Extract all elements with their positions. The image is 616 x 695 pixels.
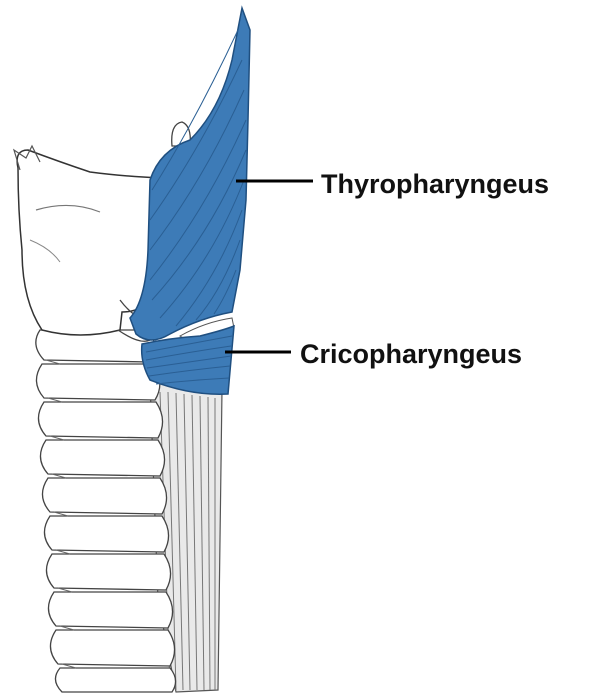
thyropharyngeus-muscle (130, 8, 250, 340)
trachea (36, 330, 176, 692)
cricopharyngeus-label: Cricopharyngeus (300, 341, 522, 368)
thyropharyngeus-label: Thyropharyngeus (321, 171, 549, 198)
